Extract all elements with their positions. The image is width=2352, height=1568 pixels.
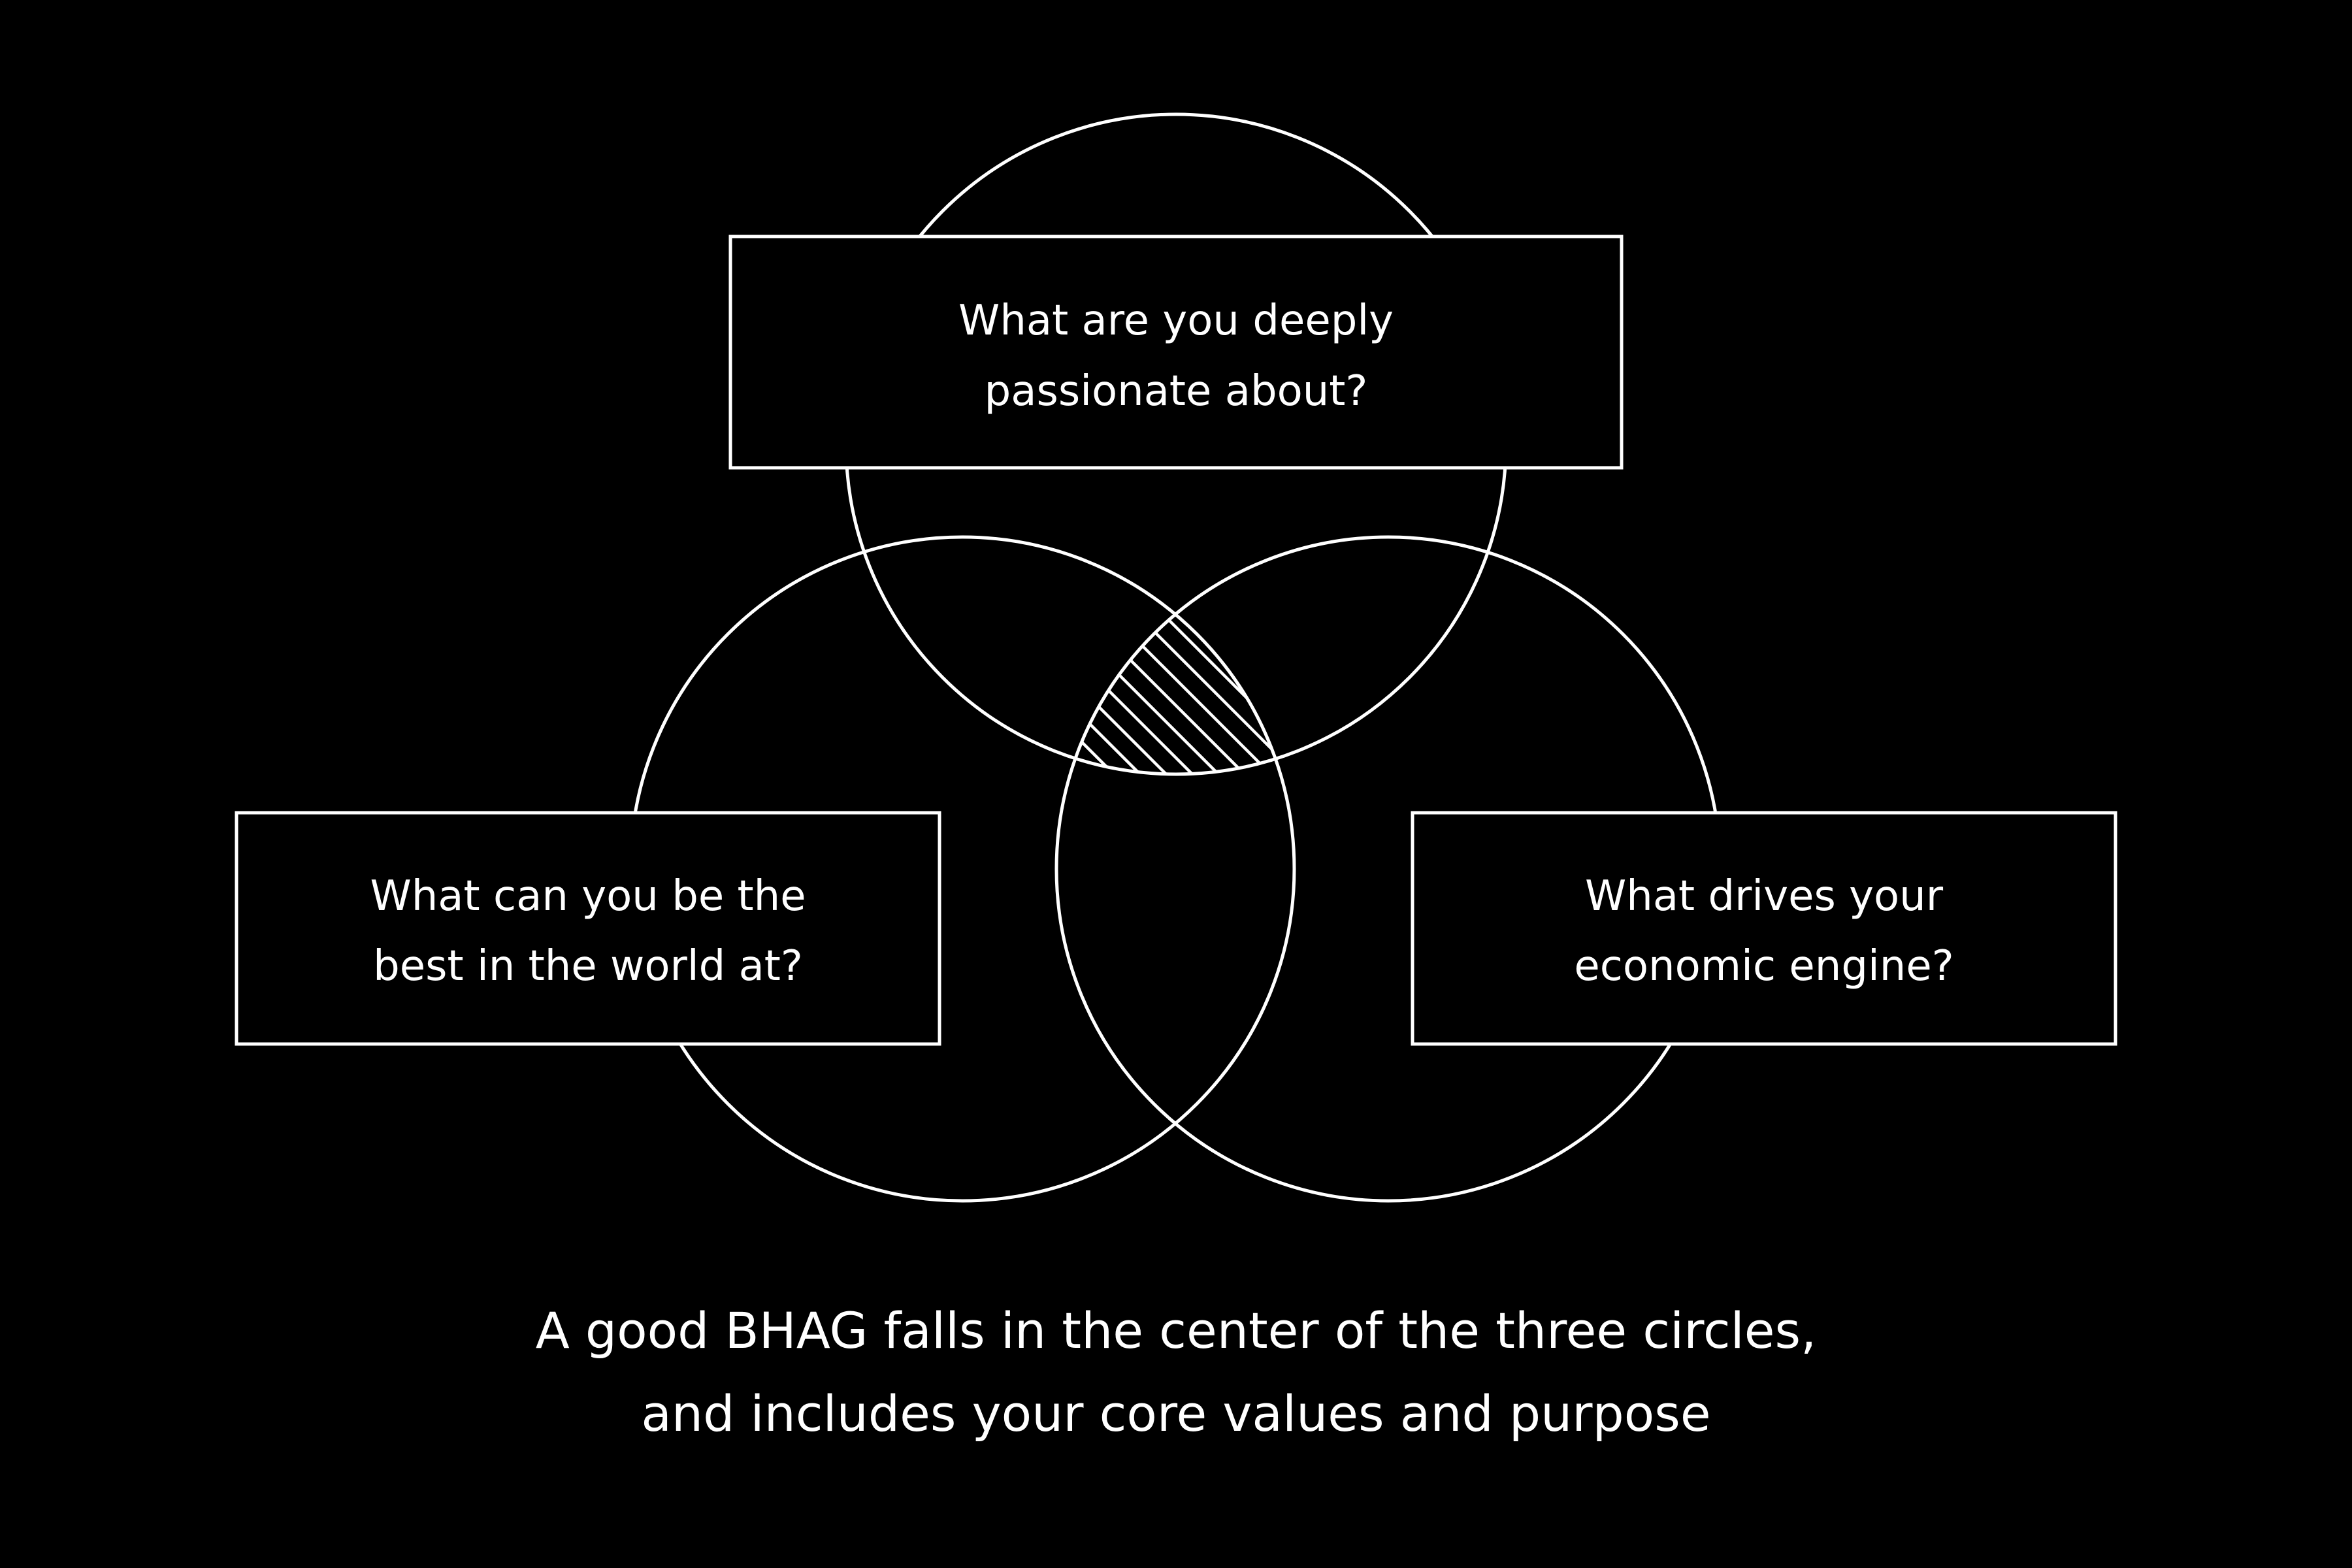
hatch-line [980,797,1372,1189]
hatch-line [1056,537,1294,774]
top-label-box [728,235,1624,470]
right-label-box [1411,811,2117,1046]
hatch-line [1056,717,1294,774]
hatch-line [1056,537,1294,774]
hatch-line [980,849,1372,1241]
hatch-line [1056,561,1294,774]
right-label-line2: economic engine? [1574,942,1953,990]
hatch-line [1056,537,1294,774]
hatch-line [1056,691,1294,774]
hatch-line [980,902,1372,1294]
left-label-box [235,811,941,1046]
right-label-line1: What drives your [1585,872,1944,921]
left-label-line2: best in the world at? [373,942,803,990]
hatch-line [980,823,1372,1215]
hatch-line [980,954,1372,1346]
right-label: What drives your economic engine? [1411,811,2117,1046]
top-label-line2: passionate about? [985,367,1368,416]
top-label: What are you deeply passionate about? [728,235,1624,470]
left-label-line1: What can you be the [370,872,806,921]
caption: A good BHAG falls in the center of the t… [536,1301,1817,1443]
caption-line2: and includes your core values and purpos… [641,1384,1710,1443]
hatch-line [1056,537,1294,774]
hatch-line [980,875,1372,1267]
hatch-line [1056,537,1294,774]
hatch-line [1056,613,1294,774]
top-label-line1: What are you deeply [958,297,1394,345]
hatch-line [1056,587,1294,774]
left-label: What can you be the best in the world at… [235,811,941,1046]
center-intersection-hatch [980,537,1372,1346]
hatch-line [1056,770,1294,774]
caption-line1: A good BHAG falls in the center of the t… [536,1301,1817,1360]
hatch-line [1056,665,1294,774]
hatch-line [1056,639,1294,774]
hatch-line [1056,743,1294,774]
